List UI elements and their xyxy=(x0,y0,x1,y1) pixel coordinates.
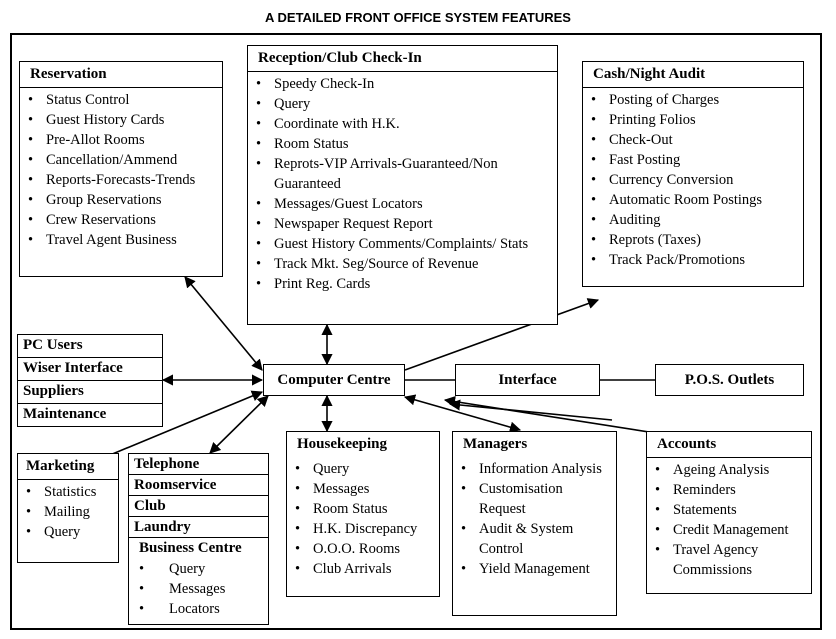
housekeeping-title: Housekeeping xyxy=(297,436,388,452)
list-item: Reports-Forecasts-Trends xyxy=(28,170,216,190)
list-item: Speedy Check-In xyxy=(256,74,551,94)
list-item: Query xyxy=(26,522,112,542)
list-item: Room Status xyxy=(256,134,551,154)
managers-title: Managers xyxy=(463,436,528,452)
roomservice-cell: Roomservice xyxy=(128,474,269,496)
list-item: Travel Agent Business xyxy=(28,230,216,250)
list-item: Reminders xyxy=(655,480,805,500)
accounts-box: Accounts Ageing Analysis Reminders State… xyxy=(646,431,812,594)
arrow-services xyxy=(209,395,269,454)
list-item: Print Reg. Cards xyxy=(256,274,551,294)
list-item: Reprots (Taxes) xyxy=(591,230,797,250)
list-item: Locators xyxy=(139,599,262,619)
arrow-cash xyxy=(404,298,600,371)
list-item: Track Mkt. Seg/Source of Revenue xyxy=(256,254,551,274)
housekeeping-box: Housekeeping Query Messages Room Status … xyxy=(286,431,440,597)
managers-box: Managers Information Analysis Customisat… xyxy=(452,431,617,616)
list-item: Statistics xyxy=(26,482,112,502)
accounts-title: Accounts xyxy=(647,432,811,458)
reservation-title: Reservation xyxy=(20,62,222,88)
list-item: Query xyxy=(256,94,551,114)
list-item: Track Pack/Promotions xyxy=(591,250,797,270)
list-item: Mailing xyxy=(26,502,112,522)
list-item: Check-Out xyxy=(591,130,797,150)
list-item: Coordinate with H.K. xyxy=(256,114,551,134)
arrow-accounts-2 xyxy=(448,399,613,421)
list-item: Newspaper Request Report xyxy=(256,214,551,234)
cash-audit-title: Cash/Night Audit xyxy=(583,62,803,88)
reception-title: Reception/Club Check-In xyxy=(248,46,557,72)
list-item: Automatic Room Postings xyxy=(591,190,797,210)
suppliers-cell: Suppliers xyxy=(17,380,163,404)
list-item: H.K. Discrepancy xyxy=(295,519,433,539)
list-item: Printing Folios xyxy=(591,110,797,130)
club-cell: Club xyxy=(128,495,269,517)
list-item: Credit Management xyxy=(655,520,805,540)
wiser-interface-cell: Wiser Interface xyxy=(17,357,163,381)
list-item: Currency Conversion xyxy=(591,170,797,190)
list-item: Cancellation/Ammend xyxy=(28,150,216,170)
arrow-reservation xyxy=(184,276,263,371)
list-item: Travel Agency Commissions xyxy=(655,540,805,580)
list-item: Messages xyxy=(295,479,433,499)
list-item: Messages/Guest Locators xyxy=(256,194,551,214)
pc-users-cell: PC Users xyxy=(17,334,163,358)
list-item: Guest History Comments/Complaints/ Stats xyxy=(256,234,551,254)
list-item: Query xyxy=(295,459,433,479)
reception-box: Reception/Club Check-In Speedy Check-In … xyxy=(247,45,558,325)
computer-centre-box: Computer Centre xyxy=(263,364,405,396)
list-item: Fast Posting xyxy=(591,150,797,170)
diagram-frame xyxy=(10,33,822,630)
list-item: Messages xyxy=(139,579,262,599)
business-centre-title: Business Centre xyxy=(139,540,242,556)
cash-audit-box: Cash/Night Audit Posting of Charges Prin… xyxy=(582,61,804,287)
list-item: Query xyxy=(139,559,262,579)
diagram-title: A DETAILED FRONT OFFICE SYSTEM FEATURES xyxy=(265,10,571,25)
marketing-title: Marketing xyxy=(18,454,118,480)
list-item: Auditing xyxy=(591,210,797,230)
list-item: Guest History Cards xyxy=(28,110,216,130)
marketing-box: Marketing Statistics Mailing Query xyxy=(17,453,119,563)
pos-outlets-box: P.O.S. Outlets xyxy=(655,364,804,396)
list-item: Crew Reservations xyxy=(28,210,216,230)
list-item: Pre-Allot Rooms xyxy=(28,130,216,150)
business-centre-box: Business Centre Query Messages Locators xyxy=(128,537,269,625)
reservation-box: Reservation Status Control Guest History… xyxy=(19,61,223,277)
list-item: Yield Management xyxy=(461,559,610,579)
list-item: O.O.O. Rooms xyxy=(295,539,433,559)
list-item: Club Arrivals xyxy=(295,559,433,579)
list-item: Group Reservations xyxy=(28,190,216,210)
maintenance-cell: Maintenance xyxy=(17,403,163,427)
laundry-cell: Laundry xyxy=(128,516,269,538)
list-item: Audit & System Control xyxy=(461,519,610,559)
list-item: Reprots-VIP Arrivals-Guaranteed/Non Guar… xyxy=(256,154,551,194)
interface-box: Interface xyxy=(455,364,600,396)
list-item: Ageing Analysis xyxy=(655,460,805,480)
telephone-cell: Telephone xyxy=(128,453,269,475)
list-item: Statements xyxy=(655,500,805,520)
list-item: Room Status xyxy=(295,499,433,519)
list-item: Status Control xyxy=(28,90,216,110)
list-item: Posting of Charges xyxy=(591,90,797,110)
list-item: Customisation Request xyxy=(461,479,610,519)
list-item: Information Analysis xyxy=(461,459,610,479)
